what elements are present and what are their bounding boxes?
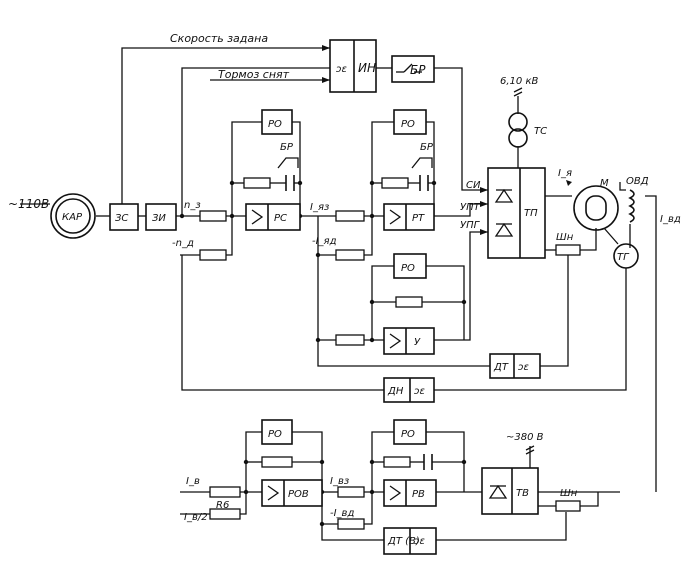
br-label-rs: БР (280, 142, 294, 153)
i-vd-label: I_вд (660, 214, 681, 225)
speed-set-label: Скорость задана (170, 32, 268, 45)
v380-label: ~380 В (506, 432, 544, 443)
ro-block-5 (393, 419, 427, 445)
dt-block: ДТ ɔɛ (489, 353, 541, 379)
upt-label: УПТ (460, 202, 481, 213)
zi-block (145, 203, 177, 231)
br-label-rt: БР (420, 142, 434, 153)
resistor-ivz (337, 486, 365, 498)
resistor-nz (199, 210, 227, 222)
resistor-nd (199, 249, 227, 261)
dn-label: ДН (387, 386, 404, 397)
ro-block-1 (261, 109, 293, 135)
upg-label: УПГ (460, 220, 481, 231)
resistor-u-fb (395, 296, 423, 308)
resistor-rv-fb (383, 456, 411, 468)
zs-label: ЗС (115, 213, 128, 224)
dtv-block: ДТ (В) ɔɛ (383, 527, 437, 555)
ro-label-1: РО (268, 119, 282, 130)
u-block: У (383, 327, 435, 355)
rov-label: РОВ (288, 489, 309, 500)
ro-label-5: РО (401, 429, 415, 440)
in-label: ИН (358, 61, 376, 75)
tp-block: ТП (487, 167, 546, 259)
br-contact-rs (277, 157, 299, 169)
rs-label: РС (274, 213, 287, 224)
i-v2-label: I_в/2 (184, 512, 208, 523)
resistor-rov-fb (261, 456, 293, 468)
resistor-u-in (335, 334, 365, 346)
ro-block-3 (393, 253, 427, 279)
i-v-label: I_в (186, 476, 200, 487)
tv-label: ТВ (516, 488, 529, 499)
opto-symbol: ɔɛ (336, 64, 347, 75)
u-label: У (414, 337, 421, 348)
dtv-label: ДТ (В) (387, 536, 420, 547)
rt-label: РТ (412, 213, 425, 224)
ro-label-3: РО (401, 263, 415, 274)
brake-off-label: Тормоз снят (218, 68, 290, 81)
tv-block: ТВ (481, 467, 539, 515)
si-label: СИ (466, 180, 481, 191)
tp-label: ТП (524, 208, 538, 219)
wiring (20, 47, 657, 541)
br-contact-rt (411, 157, 433, 169)
shunt-2 (555, 500, 581, 512)
kv-label: 6,10 кВ (500, 76, 538, 87)
motor: М (573, 178, 619, 231)
resistor-r6 (209, 508, 241, 520)
tg-label: ТГ (617, 252, 630, 263)
r6-label: R6 (216, 500, 229, 511)
zi-label: ЗИ (152, 213, 166, 224)
i-ya-label: I_я (558, 168, 572, 179)
resistor-rt-fb (381, 177, 409, 189)
n-d-label: -n_д (172, 238, 194, 249)
rt-block: РТ (383, 203, 435, 231)
shn-label-2: Шн (560, 488, 578, 499)
rv-label: РВ (412, 489, 425, 500)
resistor-iv (209, 486, 241, 498)
opto-symbol-dn: ɔɛ (414, 386, 425, 397)
kar-block: КАР (50, 193, 96, 239)
i-yad-label: -I_яд (312, 236, 337, 247)
in-block: ɔɛ ИН (329, 39, 377, 93)
br-label-top: БР (410, 63, 426, 77)
ro-block-2 (393, 109, 427, 135)
br-block-top: БР (391, 55, 435, 83)
ovd-label: ОВД (626, 176, 649, 187)
supply-label: ~110В (8, 197, 49, 211)
m-label: М (600, 178, 609, 189)
ts-label: ТС (534, 126, 547, 137)
resistor-iyad (335, 249, 365, 261)
ovd-winding: ОВД (626, 176, 649, 223)
rov-block: РОВ (261, 479, 323, 507)
opto-symbol-dt: ɔɛ (518, 362, 529, 373)
i-vz-label: I_вз (330, 476, 349, 487)
dt-label: ДТ (493, 362, 509, 373)
ro-label-4: РО (268, 429, 282, 440)
resistor-ivd (337, 518, 365, 530)
kar-label: КАР (62, 212, 83, 223)
tg-tachogenerator: ТГ (613, 243, 639, 269)
ro-label-2: РО (401, 119, 415, 130)
resistor-iyaz (335, 210, 365, 222)
i-vd2-label: -I_вд (330, 508, 354, 519)
i-yaz-label: I_яз (310, 202, 329, 213)
rv-block: РВ (383, 479, 437, 507)
n-z-label: n_з (184, 200, 201, 211)
shunt-1 (555, 244, 581, 256)
shn-label-1: Шн (556, 232, 574, 243)
rs-block: РС (245, 203, 301, 231)
ts-transformer: ТС 6,10 кВ (500, 76, 547, 148)
resistor-rs-fb (243, 177, 271, 189)
zs-block (109, 203, 139, 231)
opto-symbol-dtv: ɔɛ (414, 536, 425, 547)
dn-block: ДН ɔɛ (383, 377, 435, 403)
ro-block-4 (261, 419, 293, 445)
